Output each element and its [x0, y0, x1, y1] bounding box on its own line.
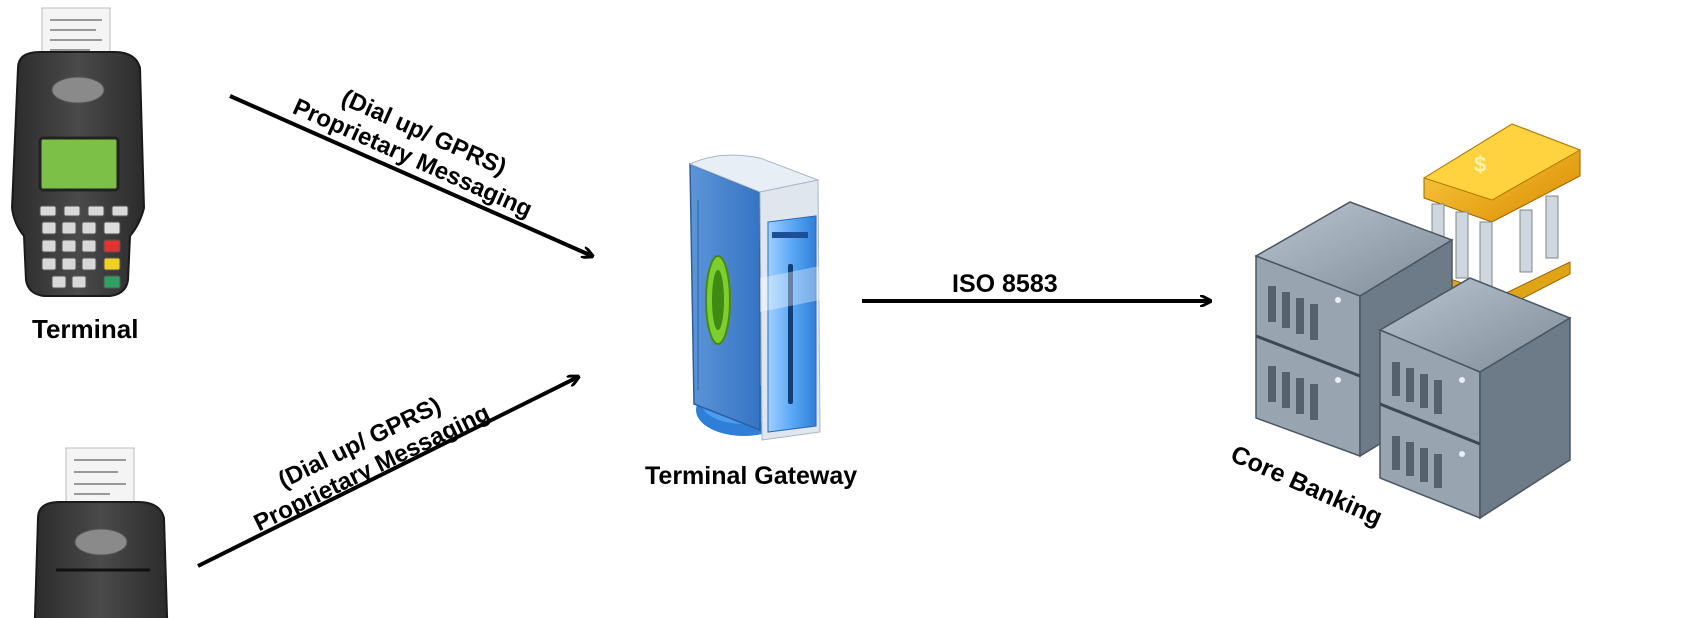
- pos-terminal-icon: [33, 447, 169, 618]
- gateway-label: Terminal Gateway: [645, 462, 858, 490]
- iso-8583-label: ISO 8583: [952, 270, 1058, 298]
- pos-terminal-icon: [10, 7, 146, 297]
- edge-upper-arrow: [229, 94, 592, 256]
- svg-text:$: $: [1474, 152, 1486, 177]
- edge-lower-arrow: [197, 377, 578, 568]
- server-tower-icon: [688, 154, 821, 441]
- terminal-label: Terminal: [32, 314, 139, 344]
- server-rack-icon: [1254, 201, 1572, 520]
